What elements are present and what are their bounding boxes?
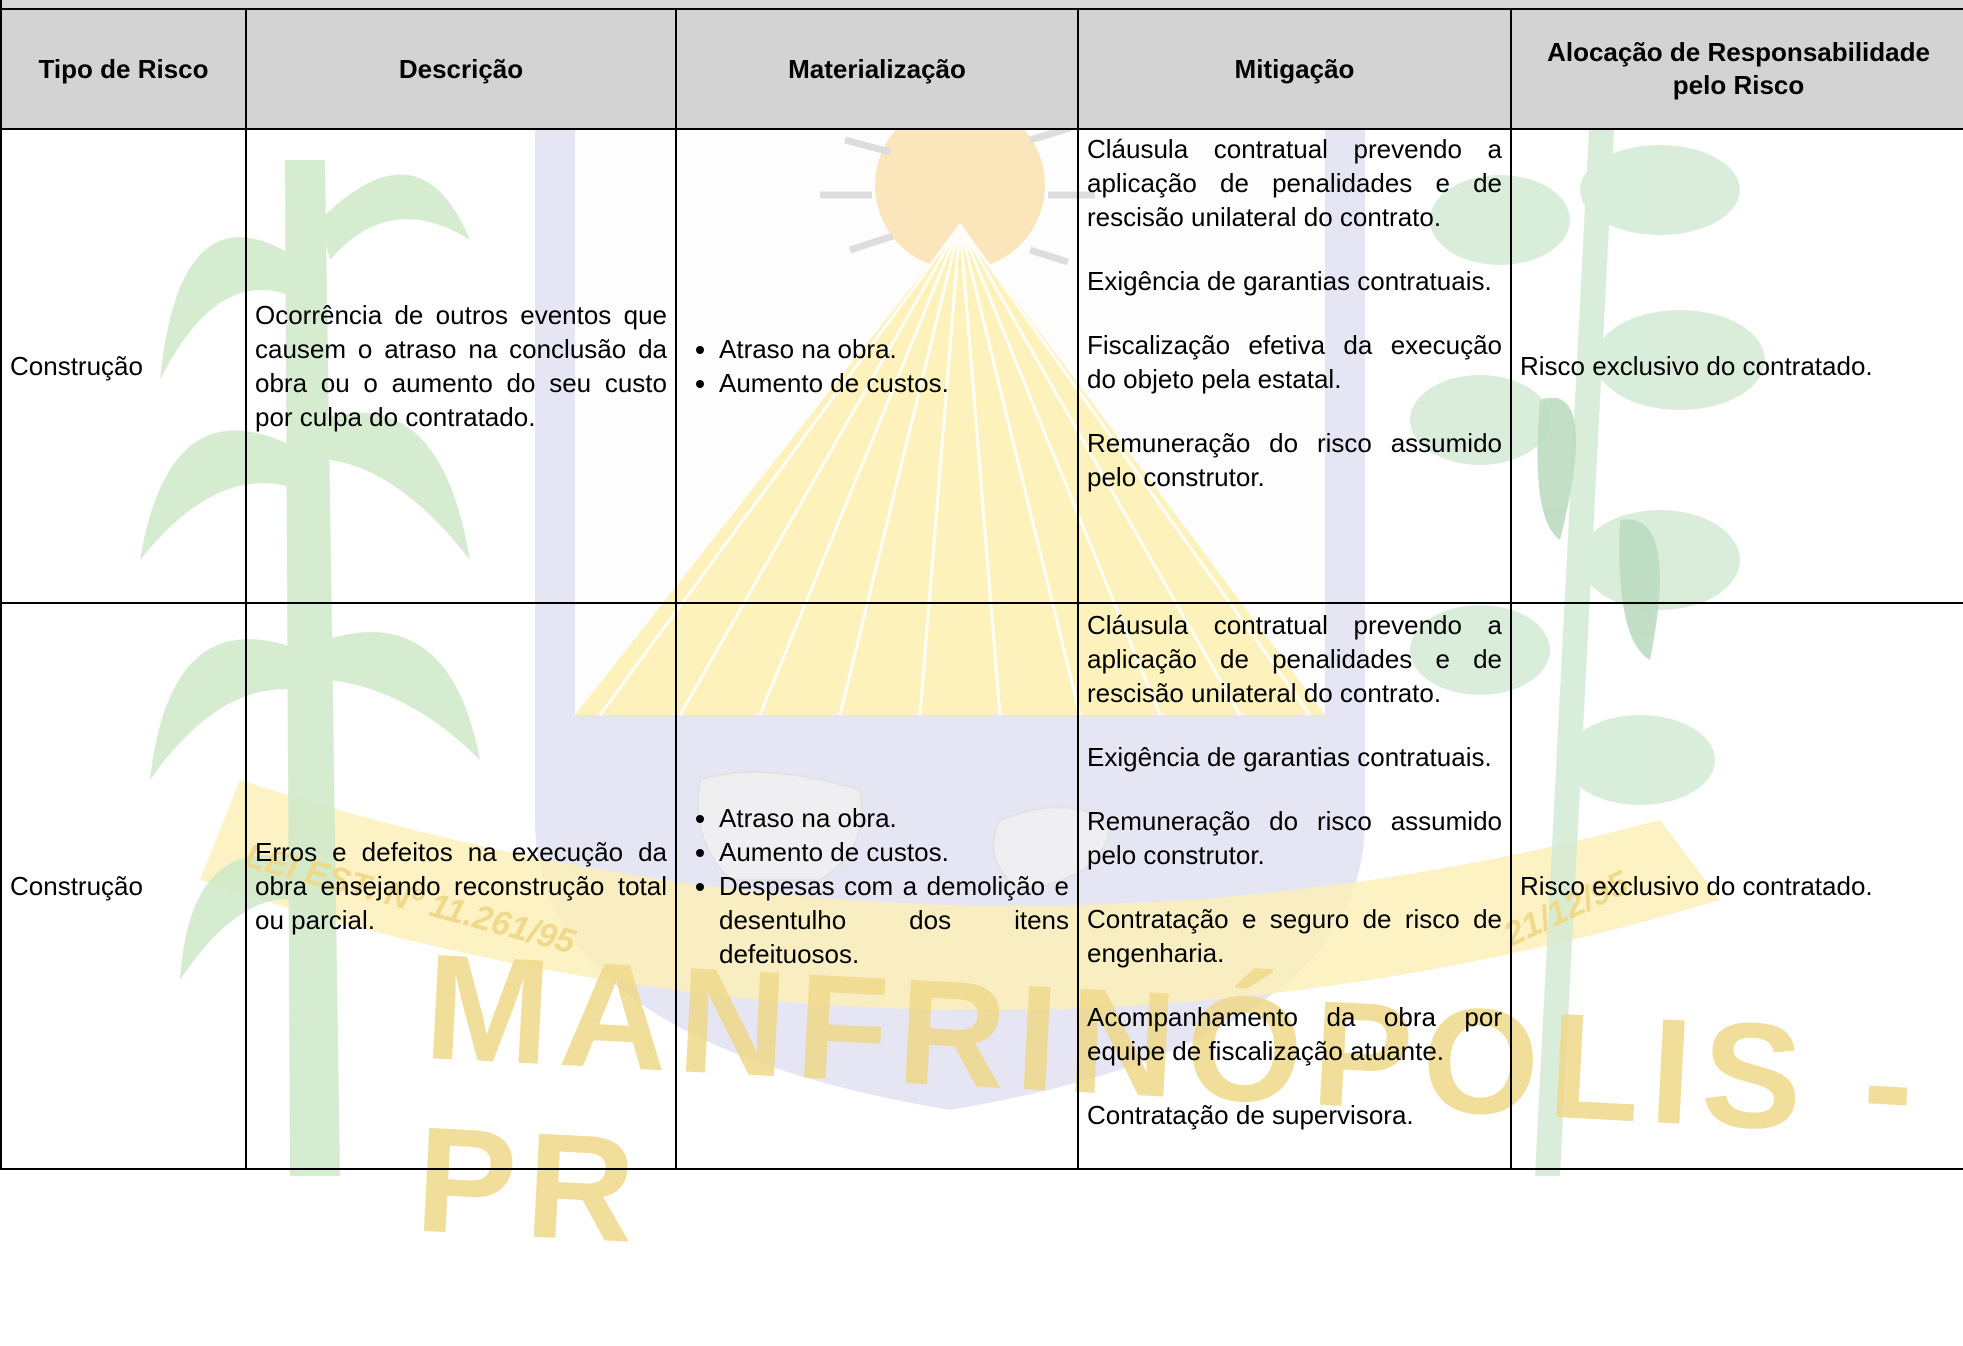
mitigacao-item: Cláusula contratual prevendo a aplicação… (1087, 134, 1502, 232)
table-row: Construção Ocorrência de outros eventos … (0, 128, 1963, 604)
list-item: Atraso na obra. (719, 801, 1069, 835)
table-row: Construção Erros e defeitos na execução … (0, 602, 1963, 1170)
risk-matrix-table: Tipo de Risco Descrição Materialização M… (0, 0, 1963, 1170)
mitigacao-item: Acompanhamento da obra por equipe de fis… (1087, 1002, 1502, 1066)
table-header-row: Tipo de Risco Descrição Materialização M… (0, 8, 1963, 130)
materializacao-list: Atraso na obra. Aumento de custos. (685, 332, 1069, 400)
header-materializacao: Materialização (675, 8, 1079, 130)
header-mitigacao: Mitigação (1077, 8, 1512, 130)
mitigacao-item: Remuneração do risco assumido pelo const… (1087, 428, 1502, 492)
mitigacao-item: Exigência de garantias contratuais. (1087, 742, 1492, 772)
cell-materializacao: Atraso na obra. Aumento de custos. Despe… (675, 602, 1079, 1170)
cell-descricao: Ocorrência de outros eventos que causem … (245, 128, 677, 604)
cell-materializacao: Atraso na obra. Aumento de custos. (675, 128, 1079, 604)
list-item: Atraso na obra. (719, 332, 1069, 366)
cell-descricao: Erros e defeitos na execução da obra ens… (245, 602, 677, 1170)
cell-tipo: Construção (0, 128, 247, 604)
cell-alocacao: Risco exclusivo do contratado. (1509, 128, 1963, 604)
list-item: Despesas com a demolição e desentulho do… (719, 869, 1069, 971)
mitigacao-item: Cláusula contratual prevendo a aplicação… (1087, 610, 1502, 708)
list-item: Aumento de custos. (719, 835, 1069, 869)
cell-mitigacao: Cláusula contratual prevendo a aplicação… (1077, 128, 1512, 604)
header-alocacao: Alocação de Responsabilidade pelo Risco (1509, 8, 1963, 130)
cell-tipo: Construção (0, 602, 247, 1170)
header-descricao: Descrição (245, 8, 677, 130)
materializacao-list: Atraso na obra. Aumento de custos. Despe… (685, 801, 1069, 971)
cell-alocacao: Risco exclusivo do contratado. (1509, 602, 1963, 1170)
mitigacao-item: Contratação e seguro de risco de engenha… (1087, 904, 1502, 968)
mitigacao-item: Fiscalização efetiva da execução do obje… (1087, 330, 1502, 394)
mitigacao-item: Remuneração do risco assumido pelo const… (1087, 806, 1502, 870)
list-item: Aumento de custos. (719, 366, 1069, 400)
mitigacao-item: Contratação de supervisora. (1087, 1100, 1414, 1130)
table-top-strip (0, 0, 1963, 10)
cell-mitigacao: Cláusula contratual prevendo a aplicação… (1077, 602, 1512, 1170)
header-tipo-de-risco: Tipo de Risco (0, 8, 247, 130)
mitigacao-item: Exigência de garantias contratuais. (1087, 266, 1492, 296)
